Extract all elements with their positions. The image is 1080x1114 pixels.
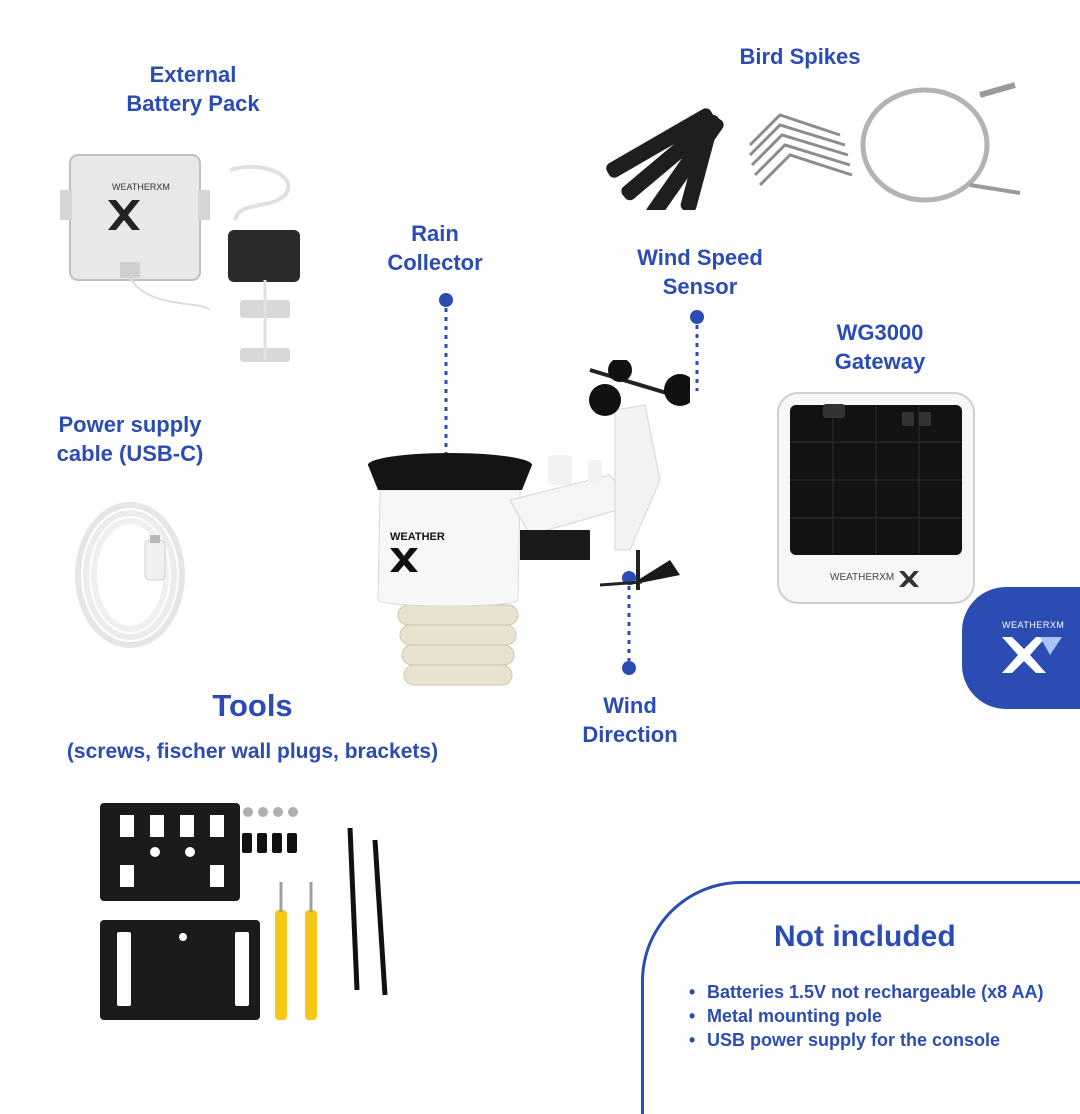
battery-pack-image: WEATHERXM bbox=[60, 154, 300, 362]
tools-title: Tools bbox=[212, 688, 293, 723]
svg-text:WEATHER: WEATHER bbox=[390, 531, 445, 543]
svg-text:WEATHERXM: WEATHERXM bbox=[830, 572, 894, 583]
brand-badge: WEATHERXM bbox=[962, 587, 1080, 709]
bird-spikes-label: Bird Spikes bbox=[739, 44, 861, 69]
svg-text:WEATHERXM: WEATHERXM bbox=[112, 182, 170, 192]
tools-image bbox=[100, 803, 388, 1020]
list-item: USB power supply for the console bbox=[689, 1028, 1043, 1052]
brand-name: WEATHERXM bbox=[1002, 620, 1065, 630]
tools-subtitle: (screws, fischer wall plugs, brackets) bbox=[66, 740, 439, 763]
bird-spikes-image bbox=[606, 82, 1021, 210]
not-included-title: Not included bbox=[774, 920, 956, 953]
gateway-image: WEATHERXM bbox=[777, 392, 975, 604]
weather-station-image: WEATHER bbox=[368, 360, 690, 686]
list-item: Metal mounting pole bbox=[689, 1004, 1043, 1028]
wind-speed-leader bbox=[690, 310, 704, 391]
list-item: Batteries 1.5V not rechargeable (x8 AA) bbox=[689, 980, 1043, 1004]
weatherxm-logo-icon bbox=[1002, 637, 1062, 673]
not-included-panel: Not included Batteries 1.5V not recharge… bbox=[641, 881, 1080, 1114]
power-cable-image bbox=[75, 502, 185, 648]
not-included-list: Batteries 1.5V not rechargeable (x8 AA) … bbox=[689, 980, 1043, 1052]
